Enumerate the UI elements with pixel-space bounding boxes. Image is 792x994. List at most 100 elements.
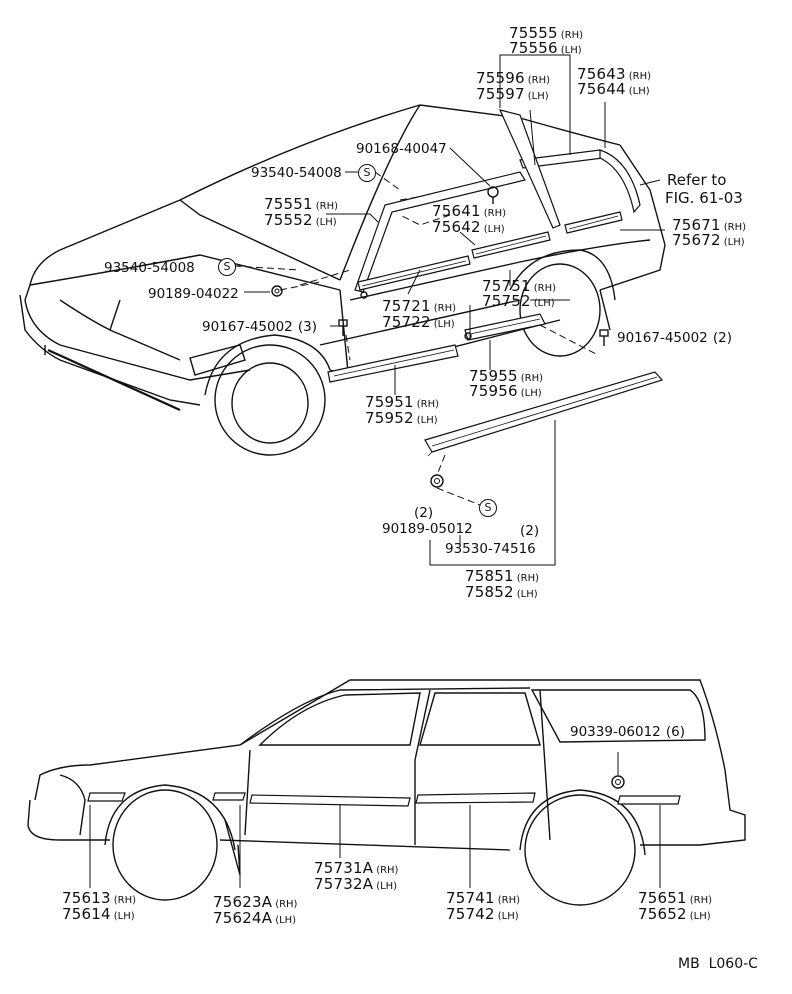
label-75623A: 75623A(RH) <box>213 894 297 913</box>
side-code: (RH) <box>433 303 456 314</box>
fastener-number: 90167-45002 <box>202 319 293 335</box>
part-number: 75624A <box>213 909 273 927</box>
clip-icon <box>360 291 368 299</box>
moldings-side <box>87 775 681 807</box>
part-number: 75721 <box>382 297 431 315</box>
car-body-perspective <box>19 104 666 456</box>
label-90189-05012: 90189-05012 <box>382 520 473 537</box>
fastener-number: 90189-04022 <box>148 286 239 302</box>
part-number: 75851 <box>465 567 514 585</box>
part-number: 75643 <box>577 65 626 83</box>
label-75642: 75642(LH) <box>432 219 505 238</box>
fastener-qty: (2) <box>520 523 540 539</box>
fastener-number: 93540-54008 <box>251 165 342 181</box>
part-number: 75613 <box>62 889 111 907</box>
leader-lines-side <box>89 752 661 888</box>
side-code: (RH) <box>416 399 439 410</box>
part-number: 75614 <box>62 905 111 923</box>
part-number: 75741 <box>446 889 495 907</box>
part-number: 75732A <box>314 875 374 893</box>
label-75651: 75651(RH) <box>638 890 712 909</box>
label-75551: 75551(RH) <box>264 196 338 215</box>
side-code: (RH) <box>483 208 506 219</box>
side-code: (RH) <box>527 75 550 86</box>
part-number: 75597 <box>476 85 525 103</box>
label-75652: 75652(LH) <box>638 906 711 925</box>
label-75613: 75613(RH) <box>62 890 136 909</box>
fasteners-top <box>271 186 609 488</box>
moldings-top <box>327 109 664 457</box>
clip-icon <box>464 332 472 340</box>
part-number: 75731A <box>314 859 374 877</box>
label-90189-05012-qty: (2) <box>414 504 433 521</box>
side-code: (RH) <box>516 573 539 584</box>
fastener-number: 93540-54008 <box>104 260 195 276</box>
rear-rocker-molding <box>464 313 546 341</box>
rear-window-molding <box>599 149 641 214</box>
label-75644: 75644(LH) <box>577 81 650 100</box>
side-code: (LH) <box>533 298 555 309</box>
side-code: (LH) <box>516 589 538 600</box>
label-90339-06012: 90339-06012 (6) <box>570 723 685 740</box>
label-75741: 75741(RH) <box>446 890 520 909</box>
standard-part-symbol: S <box>479 499 497 517</box>
label-75951: 75951(RH) <box>365 394 439 413</box>
leader-lines-top <box>220 54 665 566</box>
part-number: 75642 <box>432 218 481 236</box>
part-number: 75722 <box>382 313 431 331</box>
figure-code-text: MB L060-C <box>678 956 758 972</box>
label-75556: 75556(LH) <box>509 40 582 59</box>
label-75952: 75952(LH) <box>365 410 438 429</box>
label-75614: 75614(LH) <box>62 906 135 925</box>
part-number: 75952 <box>365 409 414 427</box>
quarter-molding-side <box>617 795 681 805</box>
label-75742: 75742(LH) <box>446 906 519 925</box>
label-75641: 75641(RH) <box>432 203 506 222</box>
label-75597: 75597(LH) <box>476 86 549 105</box>
side-code: (LH) <box>483 224 505 235</box>
part-number: 75641 <box>432 202 481 220</box>
part-number: 75956 <box>469 382 518 400</box>
fastener-qty: (2) <box>414 505 434 521</box>
label-75672: 75672(LH) <box>672 232 745 251</box>
standard-part-symbol: S <box>358 164 376 182</box>
label-75852: 75852(LH) <box>465 584 538 603</box>
side-code: (LH) <box>416 415 438 426</box>
part-number: 75644 <box>577 80 626 98</box>
fastener-number: 90189-05012 <box>382 521 473 537</box>
side-code: (RH) <box>520 373 543 384</box>
screw-icon <box>599 329 609 346</box>
part-number: 75651 <box>638 889 687 907</box>
car-body-side <box>27 679 746 906</box>
label-90167-45002-left: 90167-45002 (3) <box>202 318 317 335</box>
side-code: (RH) <box>689 895 712 906</box>
label-75752: 75752(LH) <box>482 293 555 312</box>
side-code: (RH) <box>533 283 556 294</box>
part-number: 75955 <box>469 367 518 385</box>
part-number: 75652 <box>638 905 687 923</box>
side-code: (RH) <box>723 222 746 233</box>
label-75955: 75955(RH) <box>469 368 543 387</box>
side-code: (RH) <box>275 899 298 910</box>
part-number: 75752 <box>482 292 531 310</box>
clip-icon <box>271 285 283 297</box>
fastener-qty: (2) <box>712 330 732 346</box>
side-code: (RH) <box>315 201 338 212</box>
front-door-molding-side <box>249 794 411 807</box>
reference-fig: FIG. 61-03 <box>665 190 743 206</box>
fastener-qty: (6) <box>665 724 685 740</box>
clip-icon <box>487 186 499 204</box>
standard-part-symbol: S <box>218 258 236 276</box>
side-code: (LH) <box>315 217 337 228</box>
side-code: (RH) <box>113 895 136 906</box>
label-90167-45002-right: 90167-45002 (2) <box>617 329 732 346</box>
side-code: (LH) <box>497 911 519 922</box>
front-fender-molding <box>87 792 126 802</box>
label-93530-74516-qty: (2) <box>520 522 539 539</box>
reference-note: Refer to <box>667 172 726 188</box>
part-number: 75551 <box>264 195 313 213</box>
screw-icon <box>338 319 348 336</box>
label-93530-74516: 93530-74516 <box>445 540 536 557</box>
fastener-number: 90339-06012 <box>570 724 661 740</box>
fastener-number: 90168-40047 <box>356 141 447 157</box>
